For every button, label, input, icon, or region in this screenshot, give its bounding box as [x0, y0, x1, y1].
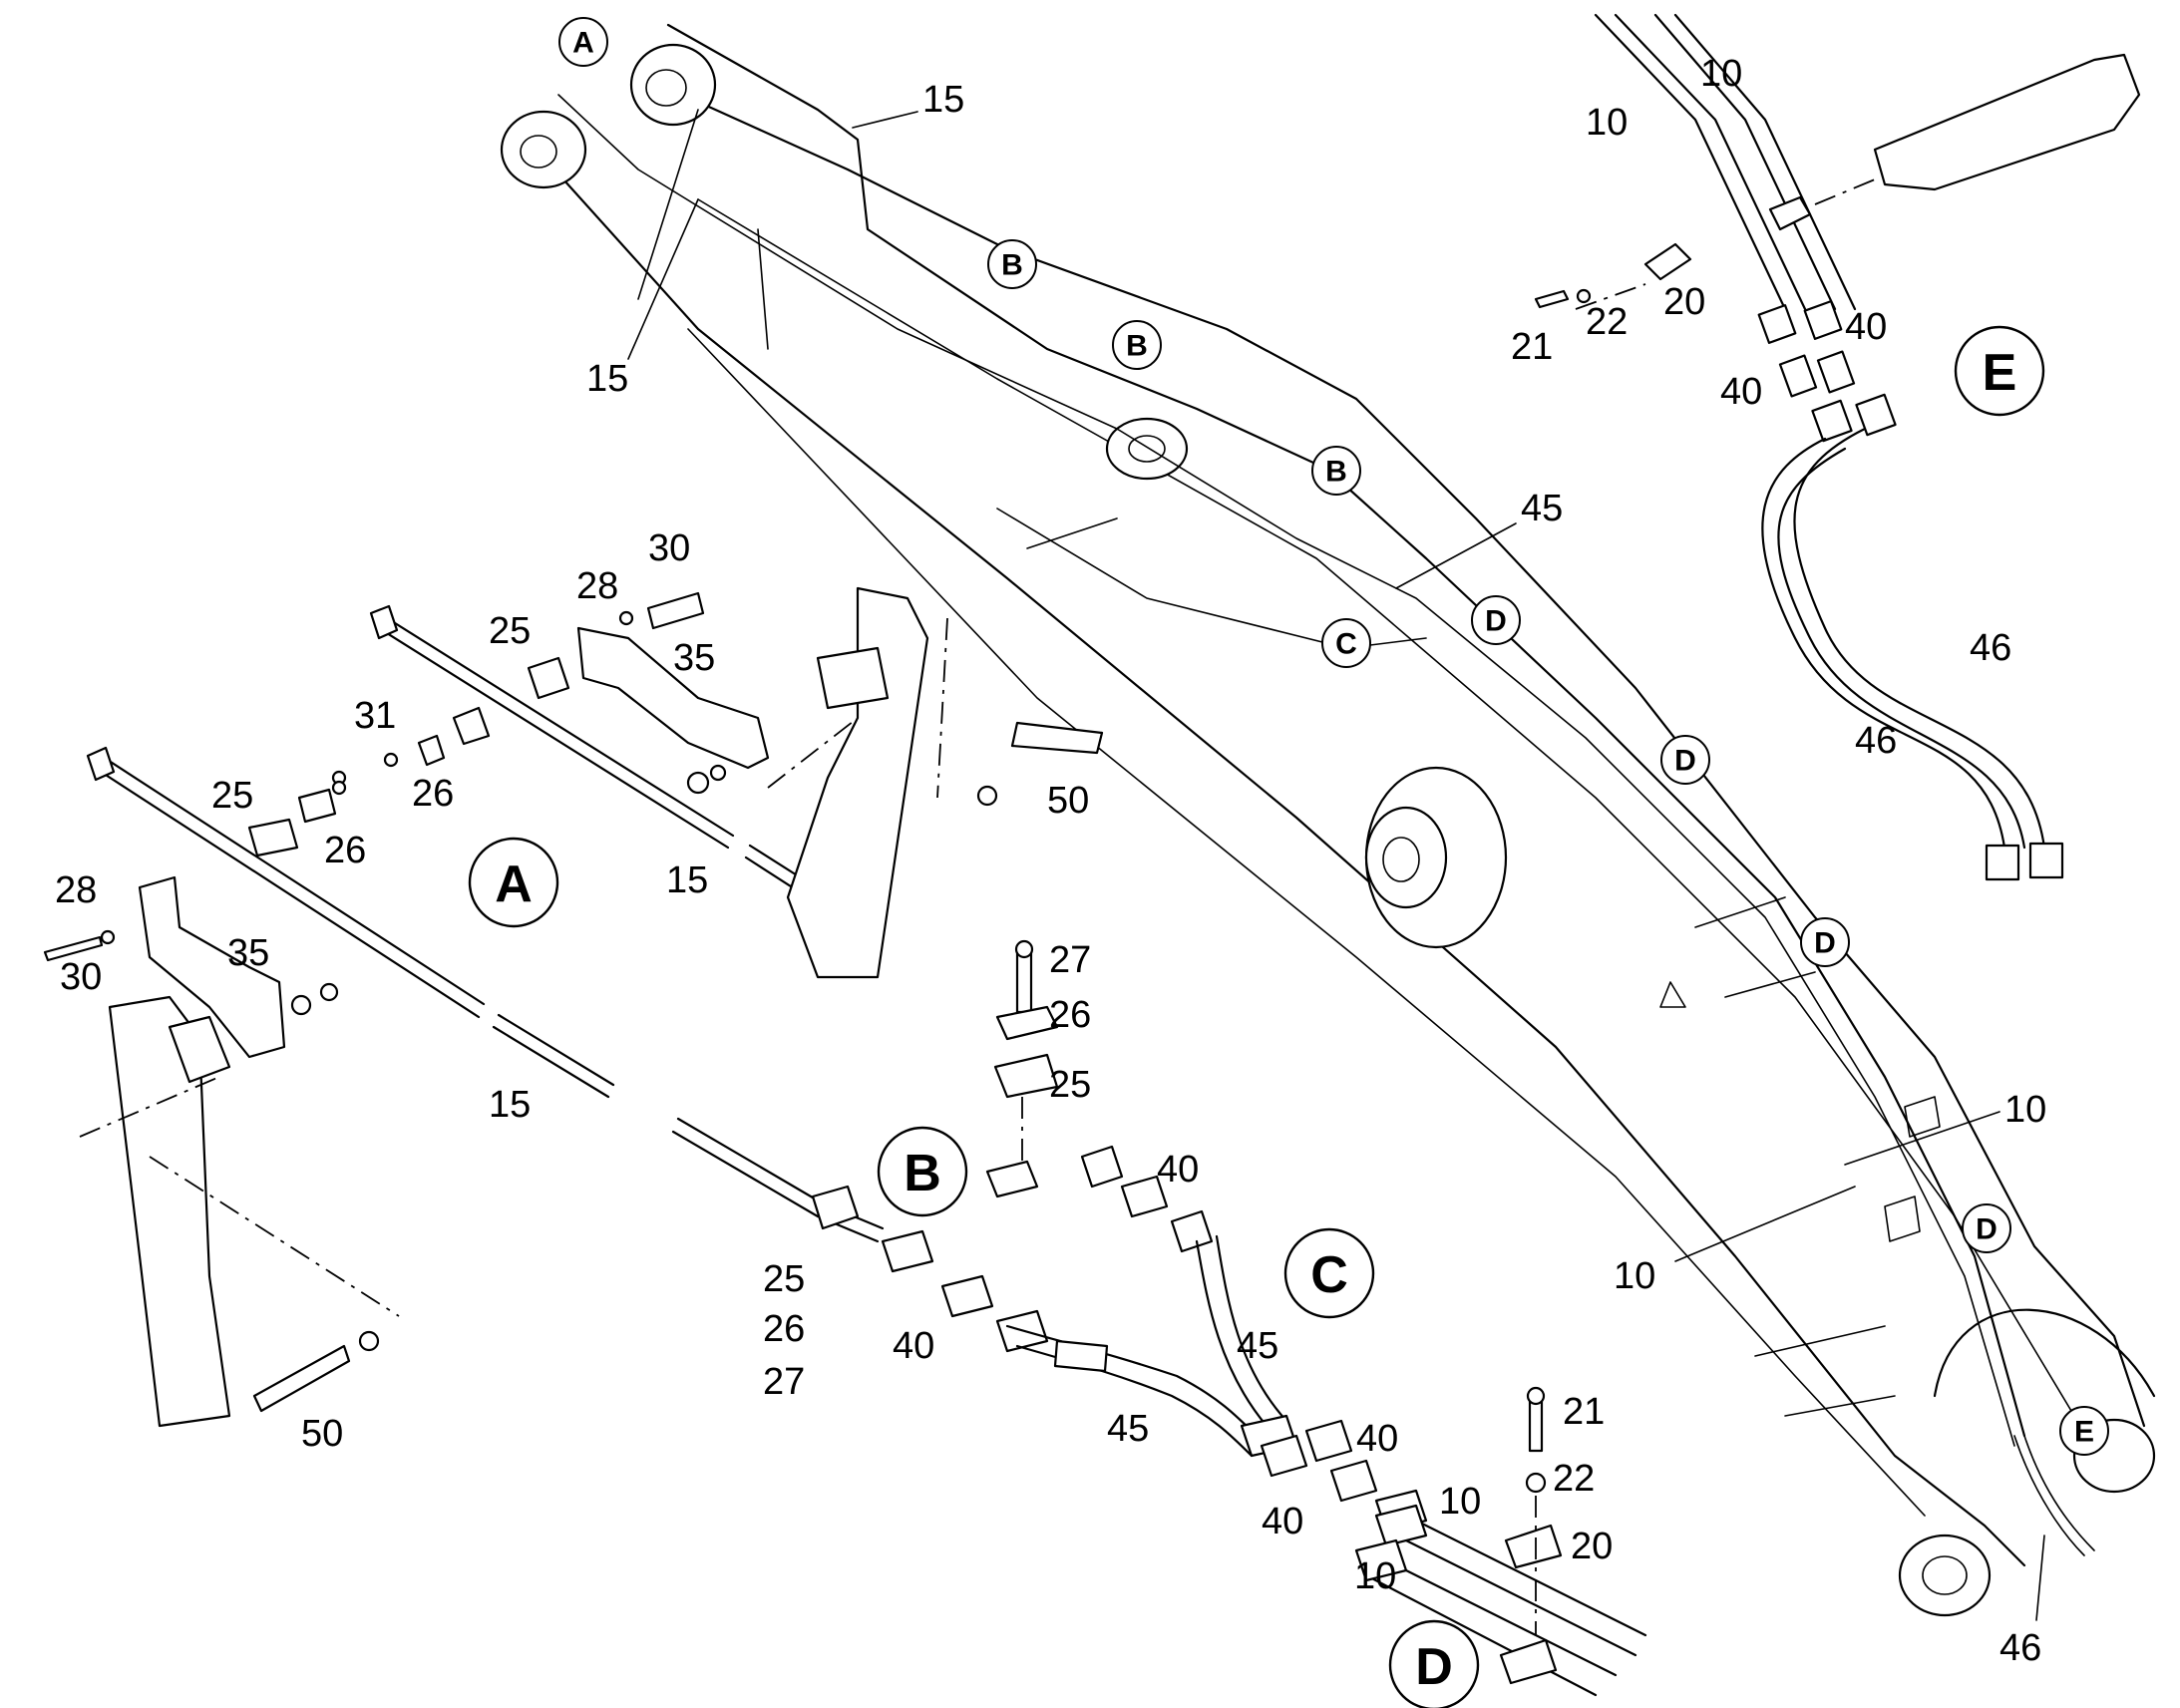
detail-c-fitting-assembly — [811, 1145, 1428, 1533]
callout-a-detail: A — [468, 837, 559, 928]
part-number-label: 15 — [586, 358, 628, 400]
callout-d-4: D — [1962, 1203, 2011, 1253]
part-number-label: 26 — [1049, 994, 1091, 1036]
svg-text:B: B — [1325, 456, 1347, 489]
callout-b-2: B — [1112, 320, 1162, 370]
part-number-label: 15 — [489, 1084, 531, 1126]
part-number-label: 31 — [354, 695, 396, 737]
callout-e-detail: E — [1954, 325, 2045, 417]
part-number-label: 30 — [60, 956, 102, 998]
part-number-label: 45 — [1521, 488, 1563, 529]
callout-c-small: C — [1321, 618, 1371, 668]
detail-b-clamp-assembly — [985, 939, 1059, 1198]
callout-d-3: D — [1800, 917, 1850, 967]
svg-text:B: B — [1126, 330, 1148, 363]
svg-text:A: A — [495, 855, 533, 913]
part-number-label: 30 — [648, 527, 690, 569]
part-number-label: 10 — [1614, 1255, 1655, 1297]
callout-a-top: A — [558, 17, 608, 67]
detail-d-clamp-assembly — [1354, 1386, 1647, 1697]
part-number-label: 26 — [412, 773, 454, 815]
part-number-label: 27 — [763, 1361, 805, 1403]
detail-a-lower-assembly — [43, 746, 885, 1428]
part-number-label: 46 — [1970, 627, 2011, 669]
detail-e-assembly — [1534, 13, 2141, 881]
part-number-label: 26 — [324, 830, 366, 871]
part-number-label: 21 — [1511, 326, 1553, 368]
part-number-label: 25 — [763, 1258, 805, 1300]
part-number-label: 15 — [922, 79, 964, 121]
part-number-label: 50 — [1047, 780, 1089, 822]
svg-text:C: C — [1310, 1246, 1348, 1304]
part-number-label: 45 — [1107, 1408, 1149, 1450]
part-number-label: 28 — [576, 565, 618, 607]
part-number-label: 25 — [1049, 1064, 1091, 1106]
part-number-label: 25 — [489, 610, 531, 652]
part-number-label: 40 — [893, 1325, 934, 1367]
part-number-label: 20 — [1663, 281, 1705, 323]
part-number-label: 10 — [1586, 102, 1628, 144]
part-number-label: 22 — [1553, 1458, 1595, 1500]
part-number-label: 35 — [227, 932, 269, 974]
svg-text:A: A — [572, 27, 594, 60]
part-number-label: 10 — [1439, 1481, 1481, 1523]
part-number-label: 40 — [1845, 306, 1887, 348]
svg-text:B: B — [904, 1145, 941, 1202]
part-number-label: 40 — [1356, 1418, 1398, 1460]
svg-text:E: E — [1983, 344, 2017, 402]
part-number-label: 35 — [673, 637, 715, 679]
part-number-label: 50 — [301, 1413, 343, 1455]
part-number-label: 15 — [666, 859, 708, 901]
part-number-labels: 15 15 45 10 10 46 10 10 21 22 20 40 40 4… — [55, 53, 2046, 1669]
part-number-label: 10 — [1700, 53, 1742, 95]
part-number-label: 28 — [55, 869, 97, 911]
detail-a-upper-assembly — [331, 586, 1104, 979]
part-number-label: 10 — [2004, 1089, 2046, 1131]
excavator-boom — [500, 43, 2156, 1617]
part-number-label: 46 — [1999, 1627, 2041, 1669]
part-number-label: 20 — [1571, 1526, 1613, 1567]
callout-d-1: D — [1471, 595, 1521, 645]
svg-text:B: B — [1001, 249, 1023, 282]
callout-b-1: B — [987, 239, 1037, 289]
part-number-label: 46 — [1855, 720, 1897, 762]
part-number-label: 40 — [1262, 1501, 1303, 1542]
part-number-label: 25 — [211, 775, 253, 817]
svg-text:D: D — [1485, 605, 1507, 638]
callout-d-2: D — [1660, 735, 1710, 785]
svg-text:D: D — [1976, 1213, 1998, 1246]
callout-c-detail: C — [1283, 1227, 1375, 1319]
part-number-label: 10 — [1354, 1555, 1396, 1597]
svg-text:C: C — [1335, 628, 1357, 661]
svg-text:E: E — [2074, 1416, 2094, 1449]
part-number-label: 22 — [1586, 301, 1628, 343]
svg-text:D: D — [1674, 745, 1696, 778]
part-number-label: 27 — [1049, 939, 1091, 981]
leader-lines — [627, 111, 2045, 1621]
callout-b-3: B — [1311, 446, 1361, 496]
svg-text:D: D — [1814, 927, 1836, 960]
part-number-label: 40 — [1720, 371, 1762, 413]
svg-text:D: D — [1415, 1638, 1453, 1696]
part-number-label: 45 — [1237, 1325, 1278, 1367]
part-number-label: 26 — [763, 1308, 805, 1350]
part-number-label: 40 — [1157, 1149, 1199, 1191]
callout-d-detail: D — [1388, 1619, 1480, 1708]
callout-b-detail: B — [877, 1126, 968, 1217]
callout-e-small: E — [2059, 1406, 2109, 1456]
part-number-label: 21 — [1563, 1391, 1605, 1433]
